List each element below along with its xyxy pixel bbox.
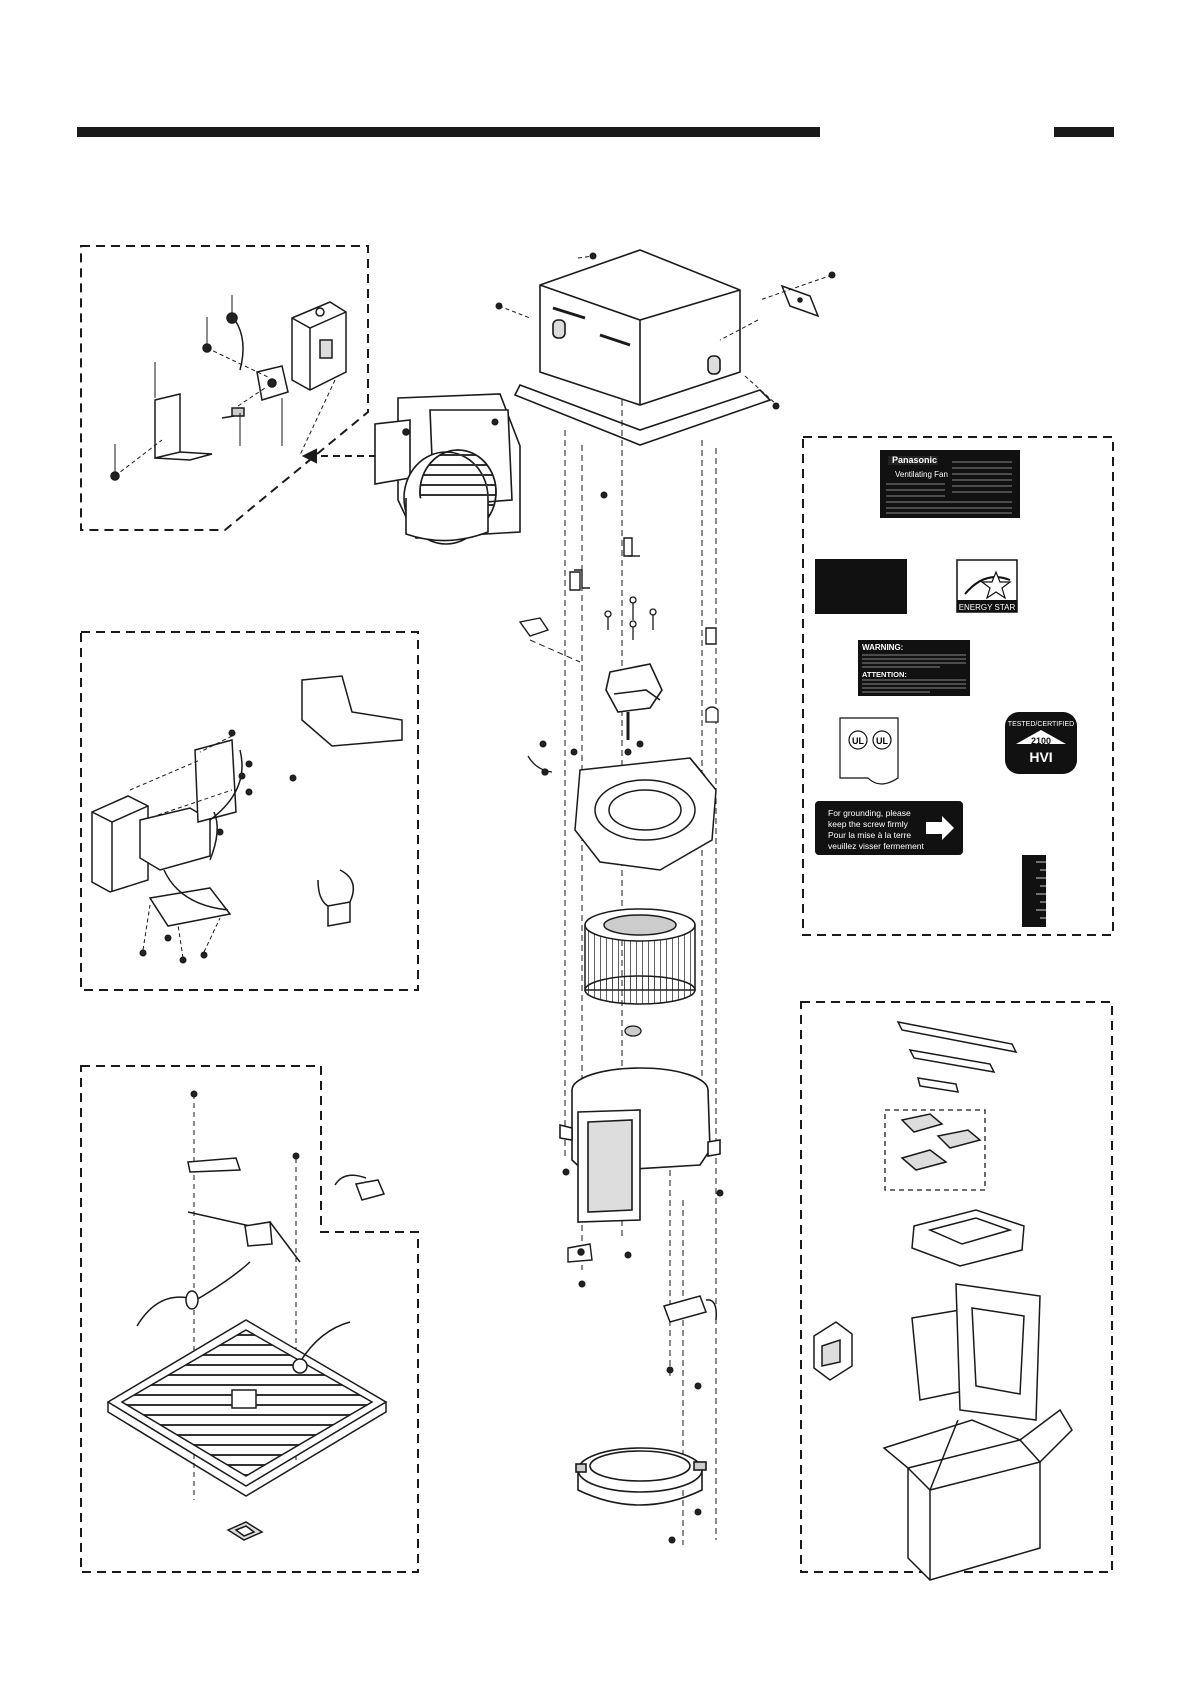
hvi-badge: TESTED/CERTIFIED 2100 HVI [1005,712,1077,774]
panel-wiring-box-outline [81,246,368,530]
attention-title: ATTENTION: [862,670,907,679]
blank-black-label [815,559,907,614]
main-housing [515,250,770,445]
ground-line-3: Pour la mise à la terre [828,830,911,840]
warning-title: WARNING: [862,643,903,652]
product-text: Ventilating Fan [895,470,948,479]
ground-wire [528,756,552,775]
grommet-clip [568,1244,592,1262]
blower-wheel [585,909,695,1004]
energy-star-text: ENERGY STAR [959,603,1016,612]
grounding-label: For grounding, please keep the screw fir… [815,801,963,855]
controller-group [92,676,402,926]
capacitor [664,1296,716,1322]
panel-grille-outline [81,1066,418,1572]
ground-line-4: veuillez visser fermement [828,841,925,851]
motor-brackets [570,538,716,644]
clamp [706,707,718,722]
rating-label: Panasonic Ventilating Fan [880,450,1020,518]
ground-line-2: keep the screw firmly [828,819,909,829]
accessories-group [814,1022,1072,1580]
warning-label: WARNING: ATTENTION: [858,640,970,696]
ul-text-1: UL [852,736,864,746]
brand-text: Panasonic [892,455,937,465]
grille-group [108,1158,386,1540]
ul-label: UL UL [840,718,898,784]
ground-line-1: For grounding, please [828,808,911,818]
hanger-bracket-top [782,286,818,316]
hvi-number-text: 2100 [1031,736,1051,746]
motor-connector [520,618,548,636]
blower-plate [575,758,716,870]
ruler-label [1022,855,1046,927]
energy-star-label: ENERGY STAR [957,560,1017,612]
duct-adapter [375,394,520,544]
blower-housing [560,1068,720,1222]
nut [625,1026,641,1036]
hvi-top-text: TESTED/CERTIFIED [1008,721,1074,728]
ul-text-2: UL [876,736,888,746]
screws-row [605,597,656,640]
adapter-ring [576,1448,706,1505]
hvi-letters-text: HVI [1029,749,1052,765]
motor [606,664,662,740]
